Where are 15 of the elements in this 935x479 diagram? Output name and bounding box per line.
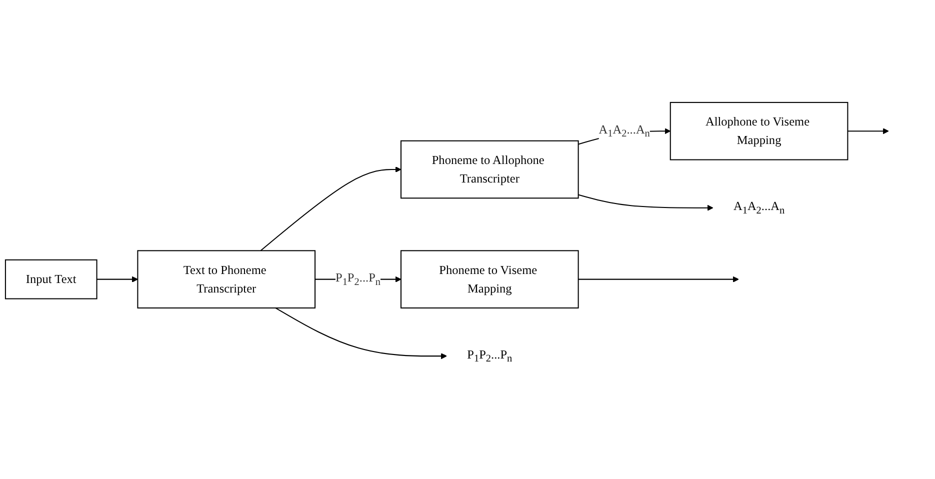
node-box: Phoneme to Viseme Mapping <box>400 250 579 308</box>
arrow <box>96 276 138 282</box>
node-box: Input Text <box>4 259 98 300</box>
node-box: Phoneme to Allophone Transcripter <box>400 140 579 198</box>
arrow <box>260 166 402 251</box>
edge-label: A$_{1}$A$_{2}$...A$_{n}$ <box>598 122 650 140</box>
node-box: Allophone to Viseme Mapping <box>670 102 848 160</box>
arrow <box>578 194 714 211</box>
node-box: Text to Phoneme Transcripter <box>137 250 316 308</box>
arrow <box>848 128 889 134</box>
edge-label: P$_{1}$P$_{2}$...P$_{n}$ <box>335 270 381 288</box>
arrow <box>578 276 739 282</box>
arrow <box>275 307 447 359</box>
node-text: A$_{1}$A$_{2}$...A$_{n}$ <box>733 199 785 216</box>
node-text: P$_{1}$P$_{2}$...P$_{n}$ <box>467 347 512 364</box>
